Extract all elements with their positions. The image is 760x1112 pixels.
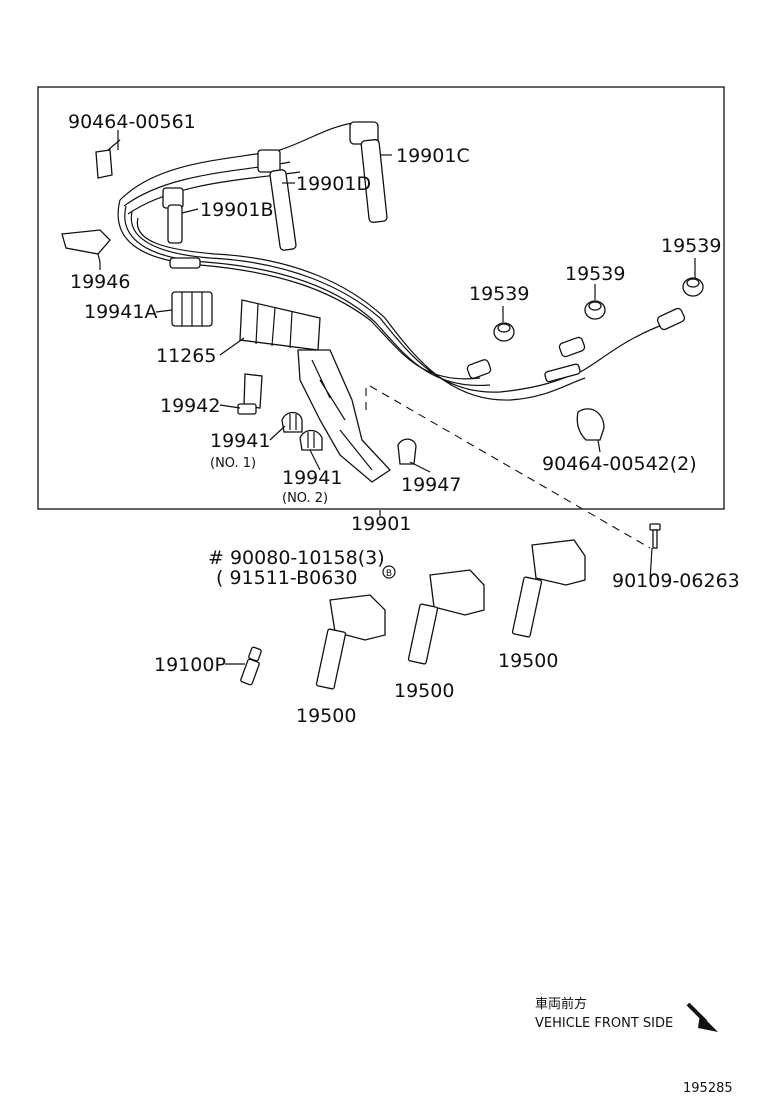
- label-19947: 19947: [401, 474, 461, 496]
- label-19941-no1: 19941: [210, 430, 270, 452]
- front-arrow-icon: [686, 1002, 718, 1032]
- plug-wire-bundle: [117, 121, 686, 401]
- boot-19901C: [349, 121, 388, 223]
- vehicle-front-jp: 車両前方: [535, 996, 587, 1012]
- label-19941-no2: 19941: [282, 467, 342, 489]
- part-19946: [61, 229, 111, 263]
- leader-lines: [99, 130, 696, 665]
- ignition-coil-1: [315, 594, 386, 690]
- label-19500-b: 19500: [394, 680, 454, 702]
- part-11265-cover: [239, 299, 321, 351]
- ignition-coil-2: [407, 569, 485, 665]
- clip-19941-no2: [299, 429, 323, 451]
- label-19942: 19942: [160, 395, 220, 417]
- label-19901B: 19901B: [200, 199, 273, 221]
- label-no2: (NO. 2): [282, 491, 328, 506]
- clip-19947: [397, 438, 417, 465]
- label-19539-b: 19539: [565, 263, 625, 285]
- label-19100P: 19100P: [154, 654, 226, 676]
- marker-b: B: [382, 565, 396, 579]
- label-19539-c: 19539: [661, 235, 721, 257]
- clip-19941-no1: [281, 411, 303, 433]
- label-19500-a: 19500: [296, 705, 356, 727]
- spark-plug-19100P: [240, 646, 262, 686]
- label-11265: 11265: [156, 345, 216, 367]
- label-no1: (NO. 1): [210, 456, 256, 471]
- clamp-90464-00561: [95, 139, 121, 179]
- diagram-code: 195285: [683, 1081, 733, 1096]
- boot-19901B: [162, 187, 184, 244]
- label-19901D: 19901D: [296, 173, 371, 195]
- vehicle-front-en: VEHICLE FRONT SIDE: [535, 1016, 673, 1031]
- label-19901C: 19901C: [396, 145, 470, 167]
- bolt-90109-06263: [649, 523, 661, 549]
- part-19941A: [171, 291, 213, 327]
- label-19500-c: 19500: [498, 650, 558, 672]
- grommet-19539-a: [493, 322, 515, 342]
- label-19539-a: 19539: [469, 283, 529, 305]
- label-90464-00561: 90464-00561: [68, 111, 196, 133]
- label-19901: 19901: [351, 513, 411, 535]
- svg-text:B: B: [386, 569, 392, 579]
- reference-line: [365, 385, 651, 549]
- assembly-frame: [37, 86, 725, 510]
- label-19946: 19946: [70, 271, 130, 293]
- boot-19901D: [257, 149, 297, 251]
- label-90464-00542: 90464-00542(2): [542, 453, 697, 475]
- part-19942: [237, 373, 263, 415]
- label-91511-B0630: ( 91511-B0630: [216, 567, 357, 589]
- cable-duct: [297, 349, 391, 483]
- ignition-coil-3: [511, 539, 586, 638]
- label-90109-06263: 90109-06263: [612, 570, 740, 592]
- label-19941A: 19941A: [84, 301, 157, 323]
- label-90080-10158: # 90080-10158(3): [208, 547, 385, 569]
- clamp-90464-00542: [576, 408, 605, 441]
- grommet-19539-c: [682, 277, 704, 297]
- grommet-19539-b: [584, 300, 606, 320]
